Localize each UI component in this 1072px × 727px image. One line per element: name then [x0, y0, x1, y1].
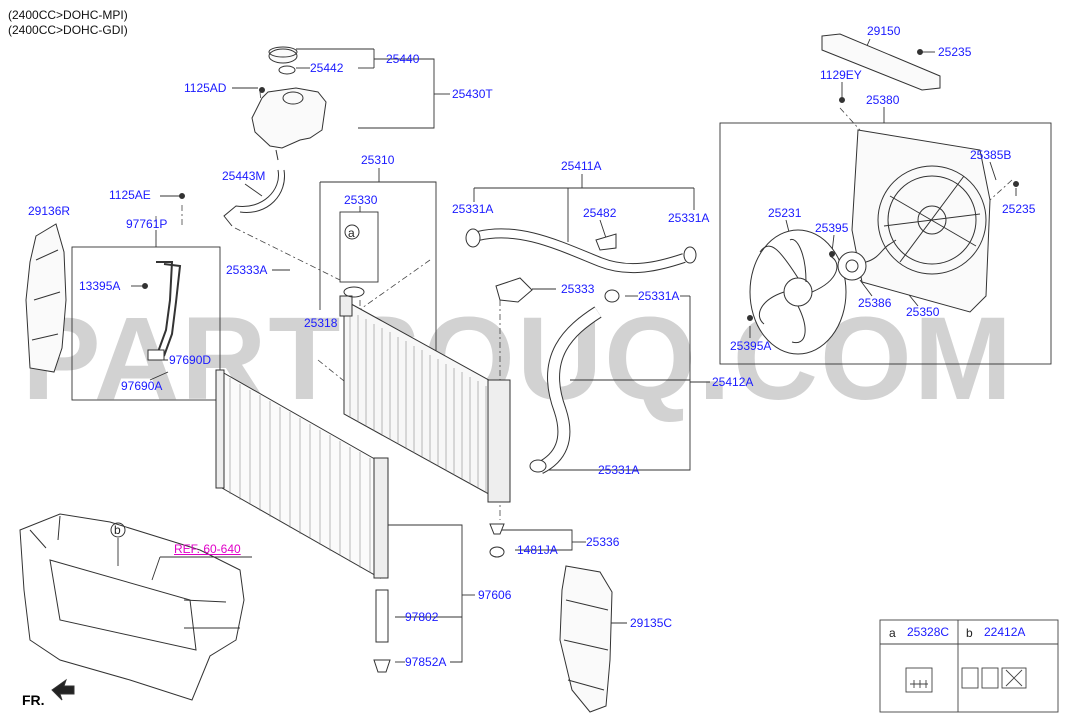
- air-guard-left: [25, 223, 67, 373]
- part-label-13395A[interactable]: 13395A: [79, 279, 121, 293]
- part-label-25443M[interactable]: 25443M: [222, 169, 266, 183]
- part-label-1125AD[interactable]: 1125AD: [184, 81, 227, 95]
- part-label-25331A-upper-left[interactable]: 25331A: [452, 202, 494, 216]
- radiator-core: [339, 286, 511, 503]
- legend-part-b[interactable]: 22412A: [984, 625, 1026, 639]
- front-carrier: [19, 513, 245, 701]
- part-label-1481JA[interactable]: 1481JA: [517, 543, 558, 557]
- fan-blade: [749, 229, 847, 355]
- ac-line: [147, 261, 182, 361]
- watermark: PARTSOUQ.COM: [22, 293, 1015, 425]
- part-label-97690D[interactable]: 97690D: [169, 353, 212, 367]
- part-label-25430T[interactable]: 25430T: [452, 87, 493, 101]
- upper-member: [821, 33, 941, 91]
- front-direction-label: FR.: [22, 692, 45, 708]
- upper-hose: [465, 228, 697, 303]
- coolant-reservoir: [223, 46, 327, 227]
- fan-motor: [837, 239, 897, 281]
- part-label-29136R[interactable]: 29136R: [28, 204, 71, 218]
- marker-a: a: [348, 226, 355, 240]
- legend-table: [879, 619, 1059, 713]
- drain-plug: [489, 523, 505, 558]
- part-label-97606[interactable]: 97606: [478, 588, 512, 602]
- engine-variant-2: (2400CC>DOHC-GDI): [8, 23, 128, 37]
- marker-b: b: [114, 523, 121, 537]
- part-label-25386[interactable]: 25386: [858, 296, 892, 310]
- part-label-25385B[interactable]: 25385B: [970, 148, 1012, 162]
- part-label-97761P[interactable]: 97761P: [126, 217, 168, 231]
- bolts: [142, 49, 1019, 321]
- part-label-25331A-lower[interactable]: 25331A: [598, 463, 640, 477]
- part-label-25482[interactable]: 25482: [583, 206, 617, 220]
- part-label-1125AE[interactable]: 1125AE: [109, 188, 151, 202]
- part-label-25235-top[interactable]: 25235: [938, 45, 972, 59]
- reference-link[interactable]: REF. 60-640: [174, 542, 241, 556]
- part-label-29135C[interactable]: 29135C: [630, 616, 673, 630]
- part-label-25331A-lower-right[interactable]: 25331A: [638, 289, 680, 303]
- part-label-25440[interactable]: 25440: [386, 52, 420, 66]
- part-label-97690A[interactable]: 97690A: [121, 379, 163, 393]
- part-label-97852A[interactable]: 97852A: [405, 655, 447, 669]
- part-label-25333A[interactable]: 25333A: [226, 263, 268, 277]
- fan-shroud: [851, 129, 991, 313]
- legend-part-a[interactable]: 25328C: [907, 625, 950, 639]
- part-label-25380[interactable]: 25380: [866, 93, 900, 107]
- part-label-25442[interactable]: 25442: [310, 61, 344, 75]
- part-label-25412A[interactable]: 25412A: [712, 375, 754, 389]
- part-label-25318[interactable]: 25318: [304, 316, 338, 330]
- part-label-25395[interactable]: 25395: [815, 221, 849, 235]
- leader-lines: [71, 38, 1052, 663]
- legend-marker-a: a: [889, 626, 896, 640]
- fr-arrow: [51, 678, 75, 701]
- part-label-25411A[interactable]: 25411A: [561, 159, 602, 173]
- part-label-25336[interactable]: 25336: [586, 535, 620, 549]
- part-label-25231[interactable]: 25231: [768, 206, 802, 220]
- legend-marker-b: b: [966, 626, 973, 640]
- part-label-25395A[interactable]: 25395A: [730, 339, 772, 353]
- part-label-25310[interactable]: 25310: [361, 153, 395, 167]
- part-label-25350[interactable]: 25350: [906, 305, 940, 319]
- part-label-25330[interactable]: 25330: [344, 193, 378, 207]
- part-label-29150[interactable]: 29150: [867, 24, 901, 38]
- engine-variant-1: (2400CC>DOHC-MPI): [8, 8, 128, 22]
- air-guard-lower: [559, 565, 613, 713]
- part-label-1129EY[interactable]: 1129EY: [820, 68, 862, 82]
- part-label-25333[interactable]: 25333: [561, 282, 595, 296]
- condenser-core: [215, 369, 391, 673]
- lower-hose: [529, 289, 620, 474]
- part-label-97802[interactable]: 97802: [405, 610, 439, 624]
- part-label-25235-right[interactable]: 25235: [1002, 202, 1036, 216]
- part-label-25331A-upper-right[interactable]: 25331A: [668, 211, 710, 225]
